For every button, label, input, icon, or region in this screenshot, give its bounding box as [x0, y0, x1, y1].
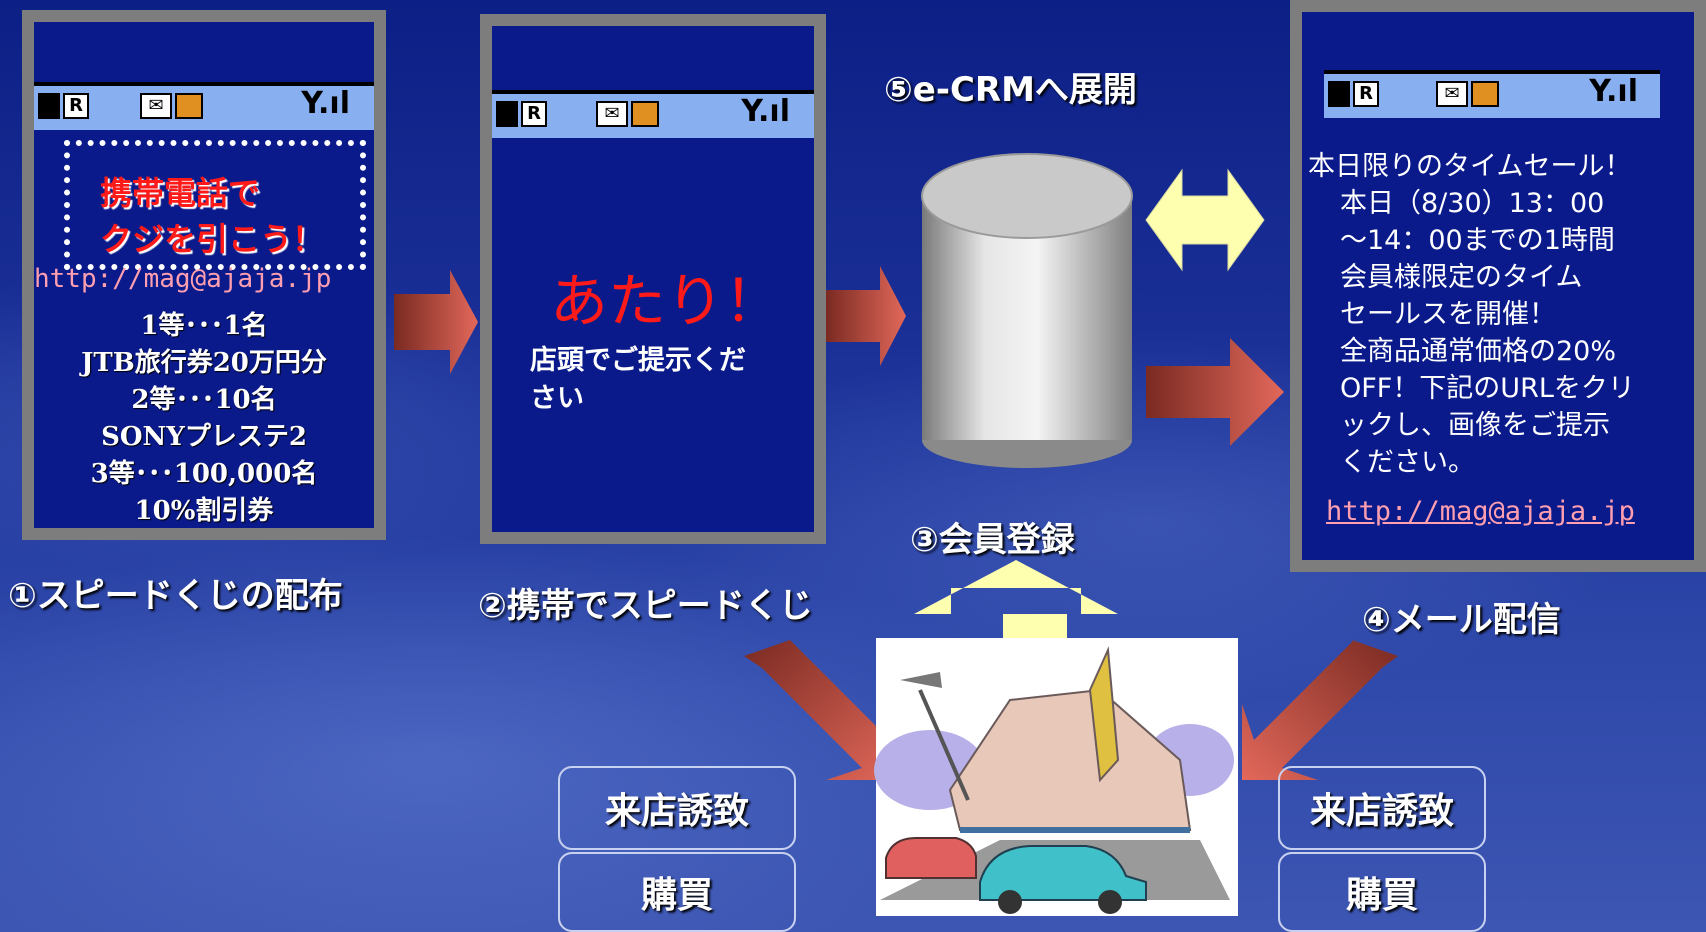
car-icon — [979, 845, 1147, 914]
status-icons: R — [38, 92, 89, 120]
mail-line: 本日（8/30）13：00 — [1340, 188, 1605, 219]
promo-text-1: 携帯電話で — [100, 174, 261, 212]
mail-line: ください。 — [1340, 447, 1475, 478]
message-line: さい — [530, 383, 584, 414]
signal-icon: Y.ıl — [741, 94, 790, 129]
mail-icon: ✉ — [140, 92, 203, 120]
mail-icon: ✉ — [596, 100, 659, 128]
message-line: 店頭でご提示くだ — [530, 345, 746, 376]
mail-line: 会員様限定のタイム — [1340, 262, 1583, 293]
win-text: あたり！ — [550, 267, 783, 335]
mail-line: ックし、画像をご提示 — [1340, 410, 1610, 441]
status-icons: R — [496, 100, 547, 128]
promo-text-2: クジを引こう！ — [100, 220, 325, 258]
mail-line: セールスを開催！ — [1340, 299, 1556, 330]
arrow-right-1 — [394, 270, 478, 374]
mail-line: 全商品通常価格の20% — [1340, 336, 1617, 367]
step-2-label: ②携帯でスピードくじ — [478, 586, 813, 626]
promo-box — [64, 140, 366, 270]
phone-2-frame: R ✉ Y.ıl あたり！ 店頭でご提示くだ さい — [480, 14, 826, 544]
prize-line: 2等･･･10名 — [131, 385, 277, 415]
url-link[interactable]: http://mag@ajaja.jp — [34, 264, 332, 294]
store-clipart-icon — [874, 638, 1238, 916]
prize-line: 3等･･･100,000名 — [90, 459, 318, 489]
status-icons: R — [1328, 80, 1379, 108]
double-arrow-icon — [1145, 168, 1265, 272]
status-bar: R ✉ Y.ıl — [1324, 70, 1660, 118]
signal-icon: Y.ıl — [301, 86, 350, 121]
mail-icon: ✉ — [1436, 80, 1499, 108]
status-bar: R ✉ Y.ıl — [34, 82, 374, 130]
database-icon — [921, 153, 1133, 468]
mail-url-link[interactable]: http://mag@ajaja.jp — [1326, 496, 1635, 527]
step-1-label: ①スピードくじの配布 — [8, 576, 343, 616]
arrow-diag-left — [744, 640, 902, 780]
visit-box-right: 来店誘致 — [1278, 766, 1486, 850]
purchase-box-right: 購買 — [1278, 852, 1486, 932]
mail-line: OFF！下記のURLをクリ — [1340, 373, 1635, 404]
purchase-box-left: 購買 — [558, 852, 796, 932]
prize-line: 1等･･･1名 — [140, 311, 268, 341]
step-4-label: ④メール配信 — [1362, 600, 1561, 640]
mail-line: 本日限りのタイムセール！ — [1308, 151, 1632, 182]
arrow-up-icon — [914, 560, 1118, 614]
store-message: 店頭でご提示くだ さい — [530, 342, 746, 418]
step-3-label: ③会員登録 — [910, 520, 1075, 560]
phone-3-frame: R ✉ Y.ıl 本日限りのタイムセール！ 本日（8/30）13：00 ～14：… — [1290, 0, 1706, 572]
mail-body: 本日限りのタイムセール！ 本日（8/30）13：00 ～14：00までの1時間 … — [1308, 148, 1700, 481]
mail-line: ～14：00までの1時間 — [1340, 225, 1615, 256]
visit-box-left: 来店誘致 — [558, 766, 796, 850]
phone-1-frame: R ✉ Y.ıl 携帯電話で クジを引こう！ http://mag@ajaja.… — [22, 10, 386, 540]
prize-line: SONYプレステ2 — [101, 422, 307, 452]
prize-line: 10%割引券 — [134, 496, 274, 526]
status-bar: R ✉ Y.ıl — [492, 90, 814, 138]
prize-line: JTB旅行券20万円分 — [81, 348, 327, 378]
arrow-right-2 — [826, 266, 906, 366]
step-5-label: ⑤e-CRMへ展開 — [884, 70, 1137, 110]
signal-icon: Y.ıl — [1589, 74, 1638, 109]
arrow-right-3 — [1146, 338, 1284, 446]
prize-list: 1等･･･1名 JTB旅行券20万円分 2等･･･10名 SONYプレステ2 3… — [34, 308, 374, 530]
arrow-diag-right — [1242, 640, 1398, 780]
